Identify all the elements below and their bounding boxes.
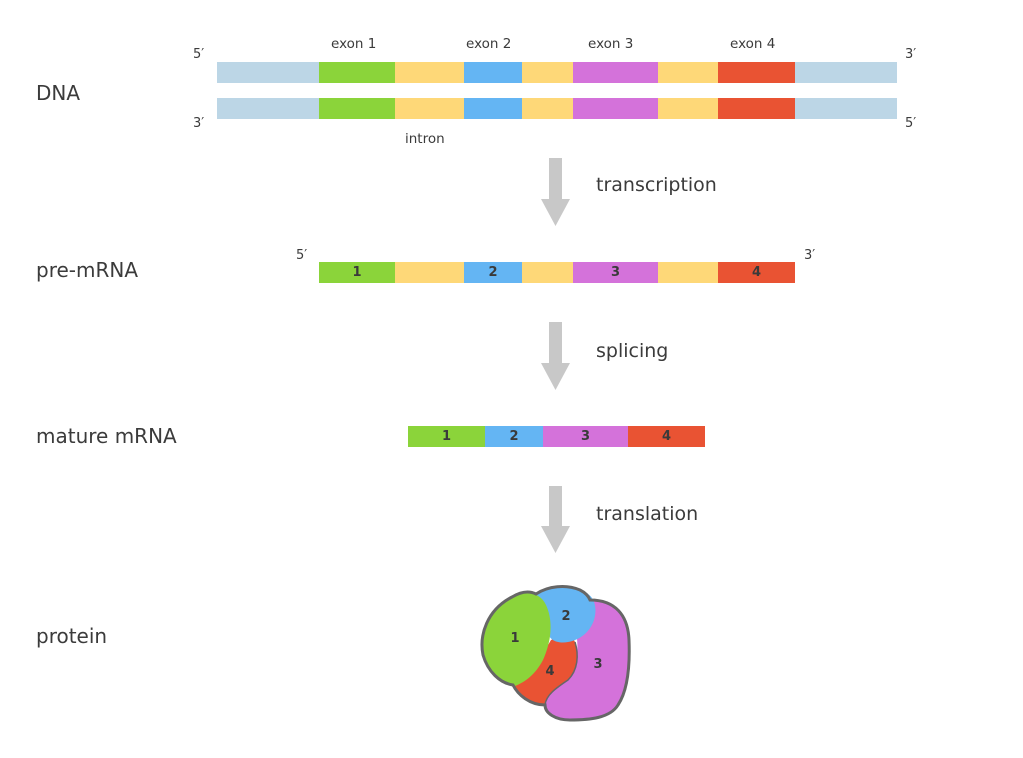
mature-mrna-segment-exon4: 4 [628,426,705,447]
dna-bottom-segment-exon4 [718,98,795,119]
pre-mrna-strand: 1 2 3 4 [319,262,795,283]
translation-arrow-icon [541,486,570,553]
protein-domain-4 [513,636,578,705]
dna-bottom-strand [217,98,897,119]
exon-label-1: exon 1 [331,36,377,52]
protein-domain-label-3: 3 [593,657,602,672]
dna-top-segment-exon1 [319,62,395,83]
dna-bottom-right-end: 5′ [905,116,917,131]
dna-top-segment-exon4 [718,62,795,83]
dna-bottom-segment-flank [795,98,897,119]
dna-top-left-end: 5′ [193,47,205,62]
dna-bottom-segment-intron [522,98,573,119]
protein-outline [480,585,631,722]
protein-domain-label-2: 2 [561,609,570,624]
dna-top-segment-exon2 [464,62,522,83]
stage-label-pre-mrna: pre-mRNA [36,258,139,282]
dna-top-segment-intron [395,62,464,83]
pre-mrna-left-end: 5′ [296,248,308,263]
dna-top-segment-flank [217,62,319,83]
dna-top-right-end: 3′ [905,47,917,62]
protein-domain-label-1: 1 [510,631,519,646]
pre-mrna-right-end: 3′ [804,248,816,263]
protein-domain-1 [482,593,551,686]
step-label-splicing: splicing [596,340,669,362]
exon-label-3: exon 3 [588,36,634,52]
dna-bottom-segment-exon3 [573,98,658,119]
dna-bottom-segment-intron [395,98,464,119]
transcription-arrow-icon [541,158,570,226]
dna-bottom-segment-flank [217,98,319,119]
pre-mrna-segment-exon1: 1 [319,262,395,283]
exon-label-4: exon 4 [730,36,776,52]
dna-top-strand [217,62,897,83]
dna-top-segment-intron [658,62,718,83]
dna-bottom-segment-exon1 [319,98,395,119]
mature-mrna-segment-exon1: 1 [408,426,485,447]
pre-mrna-segment-exon4: 4 [718,262,795,283]
dna-bottom-segment-intron [658,98,718,119]
dna-top-segment-flank [795,62,897,83]
step-label-transcription: transcription [596,174,717,196]
step-label-translation: translation [596,503,699,525]
pre-mrna-segment-intron [522,262,573,283]
protein-structure: 1 2 3 4 [480,585,631,722]
dna-bottom-left-end: 3′ [193,116,205,131]
stage-label-mature-mrna: mature mRNA [36,424,177,448]
dna-top-segment-intron [522,62,573,83]
pre-mrna-segment-intron [395,262,464,283]
exon-label-2: exon 2 [466,36,512,52]
dna-top-segment-exon3 [573,62,658,83]
mature-mrna-segment-exon2: 2 [485,426,543,447]
stage-label-protein: protein [36,624,108,648]
pre-mrna-segment-exon3: 3 [573,262,658,283]
dna-bottom-segment-exon2 [464,98,522,119]
pre-mrna-segment-exon2: 2 [464,262,522,283]
stage-label-dna: DNA [36,81,81,105]
splicing-arrow-icon [541,322,570,390]
intron-label: intron [405,131,445,147]
protein-domain-3 [544,600,630,720]
pre-mrna-segment-intron [658,262,718,283]
protein-domain-label-4: 4 [545,664,554,679]
mature-mrna-segment-exon3: 3 [543,426,628,447]
